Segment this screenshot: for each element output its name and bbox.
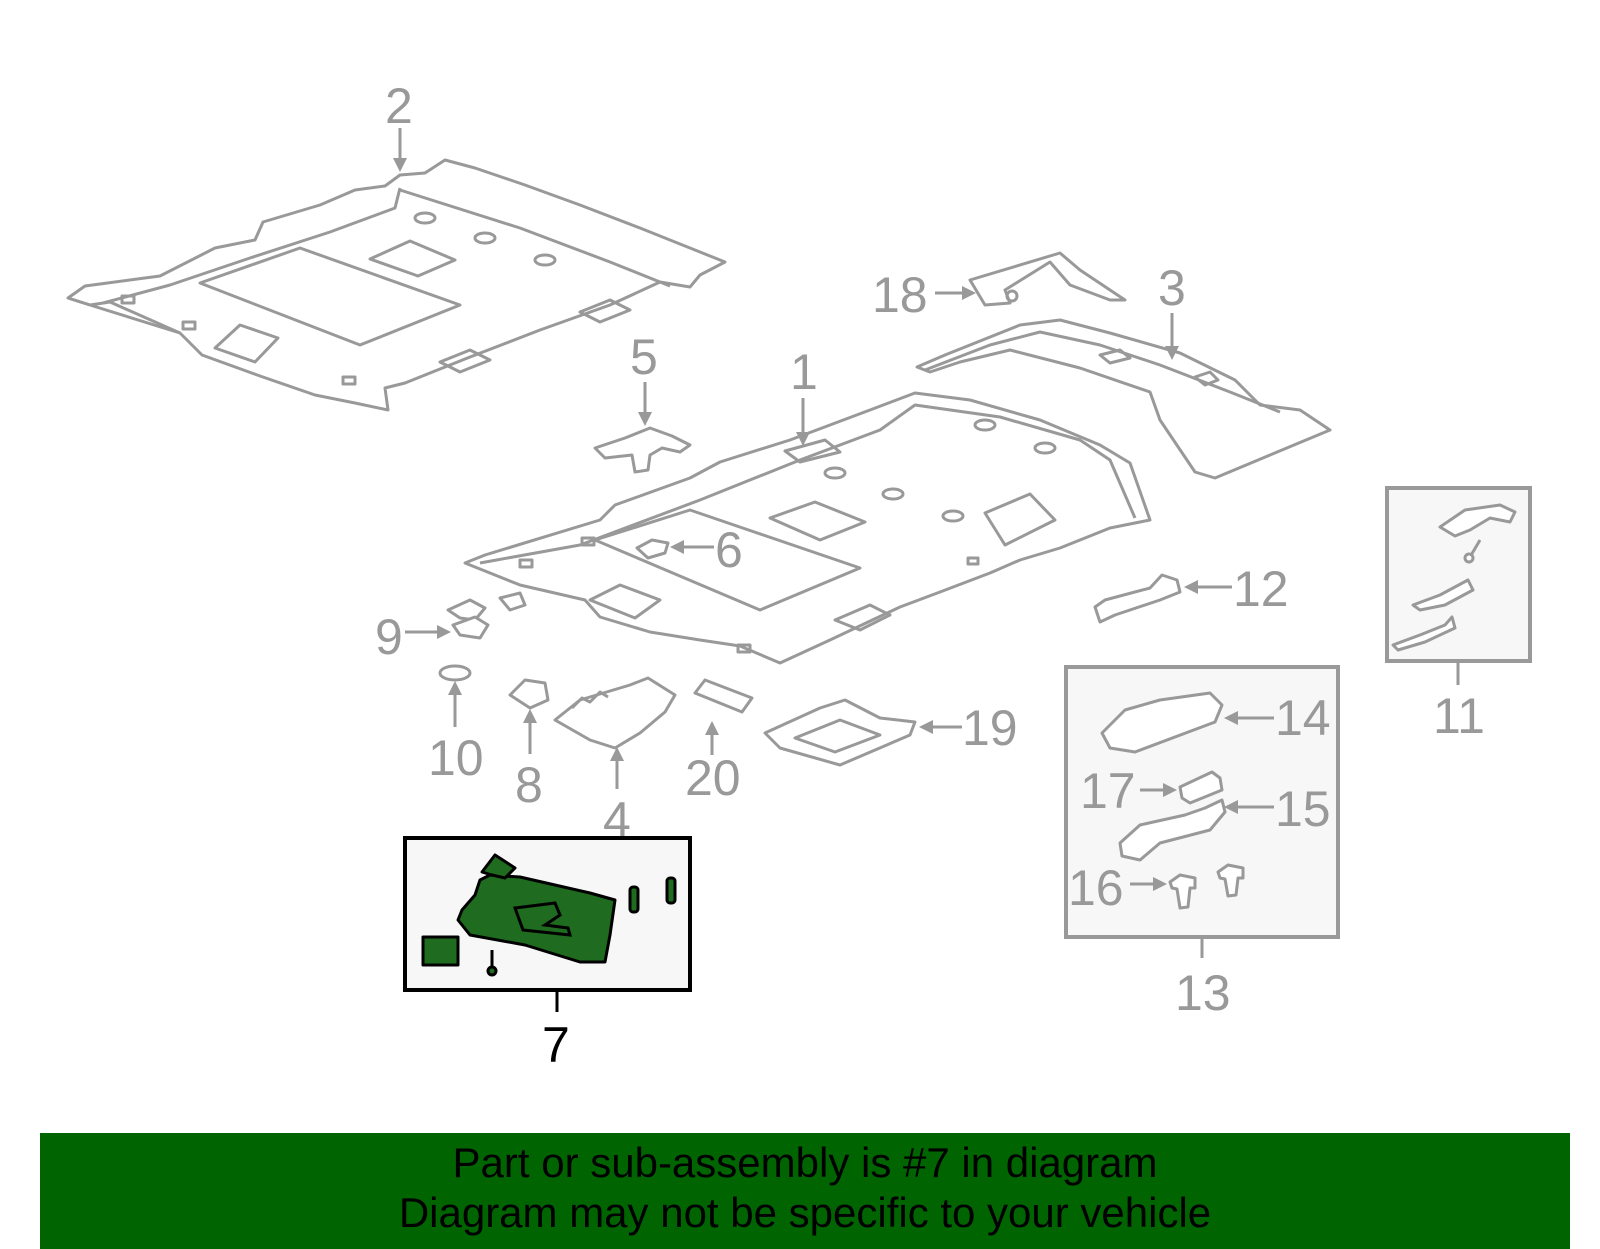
part-15-housing[interactable]: [1118, 798, 1227, 862]
callout-12: 12: [1184, 561, 1289, 617]
callout-18: 18: [872, 267, 976, 323]
banner-line-1: Part or sub-assembly is #7 in diagram: [452, 1139, 1158, 1186]
callout-9: 9: [375, 609, 451, 665]
svg-text:15: 15: [1275, 781, 1331, 837]
svg-text:20: 20: [685, 750, 741, 806]
svg-text:10: 10: [428, 730, 484, 786]
callout-19: 19: [919, 700, 1018, 756]
callout-4: 4: [603, 747, 631, 848]
callout-7: 7: [542, 991, 570, 1073]
svg-text:14: 14: [1275, 690, 1331, 746]
part-14-lens[interactable]: [1100, 691, 1224, 754]
callout-17: 17: [1080, 763, 1177, 819]
callout-8: 8: [515, 709, 543, 813]
svg-text:6: 6: [715, 522, 743, 578]
part-16-fastener[interactable]: [1168, 863, 1245, 910]
svg-text:1: 1: [790, 344, 818, 400]
svg-text:16: 16: [1068, 860, 1124, 916]
callout-13: 13: [1175, 938, 1231, 1021]
svg-text:3: 3: [1158, 260, 1186, 316]
svg-text:2: 2: [385, 78, 413, 134]
svg-text:18: 18: [872, 267, 928, 323]
svg-text:12: 12: [1233, 561, 1289, 617]
callout-3: 3: [1158, 260, 1186, 360]
svg-text:9: 9: [375, 609, 403, 665]
part-20-cover[interactable]: [693, 678, 754, 714]
part-19-console[interactable]: [763, 698, 917, 767]
callout-1: 1: [790, 344, 818, 446]
svg-text:17: 17: [1080, 763, 1136, 819]
svg-text:7: 7: [542, 1017, 570, 1073]
part-17-bulb[interactable]: [1178, 770, 1224, 805]
callout-6: 6: [670, 522, 743, 578]
part-11-assist-handle-box[interactable]: [1385, 486, 1532, 663]
part-12-handle-bracket[interactable]: [1093, 573, 1182, 624]
part-1-headliner[interactable]: [463, 391, 1152, 665]
part-18-bracket[interactable]: [968, 251, 1127, 307]
svg-text:13: 13: [1175, 965, 1231, 1021]
part-3-trim-panel[interactable]: [915, 318, 1332, 480]
part-9-clip[interactable]: [446, 591, 527, 640]
part-4-cover[interactable]: [553, 676, 677, 750]
callout-16: 16: [1068, 860, 1167, 916]
callout-5: 5: [630, 329, 658, 426]
part-7-sun-visor[interactable]: [421, 853, 677, 977]
svg-text:19: 19: [962, 700, 1018, 756]
callout-10: 10: [428, 681, 484, 786]
callout-15: 15: [1224, 781, 1331, 837]
part-8-clip[interactable]: [508, 678, 550, 710]
info-banner: Part or sub-assembly is #7 in diagram Di…: [40, 1133, 1570, 1249]
callout-11: 11: [1433, 662, 1485, 744]
svg-text:5: 5: [630, 329, 658, 385]
part-2-headliner-upper[interactable]: [66, 158, 727, 412]
callout-14: 14: [1224, 690, 1331, 746]
part-6-clip[interactable]: [635, 538, 670, 560]
callout-20: 20: [685, 721, 741, 806]
svg-text:8: 8: [515, 757, 543, 813]
banner-line-2: Diagram may not be specific to your vehi…: [398, 1189, 1212, 1236]
svg-text:11: 11: [1433, 688, 1485, 744]
callout-2: 2: [385, 78, 413, 172]
part-10-grommet[interactable]: [438, 664, 472, 682]
part-5-bracket[interactable]: [593, 426, 692, 474]
